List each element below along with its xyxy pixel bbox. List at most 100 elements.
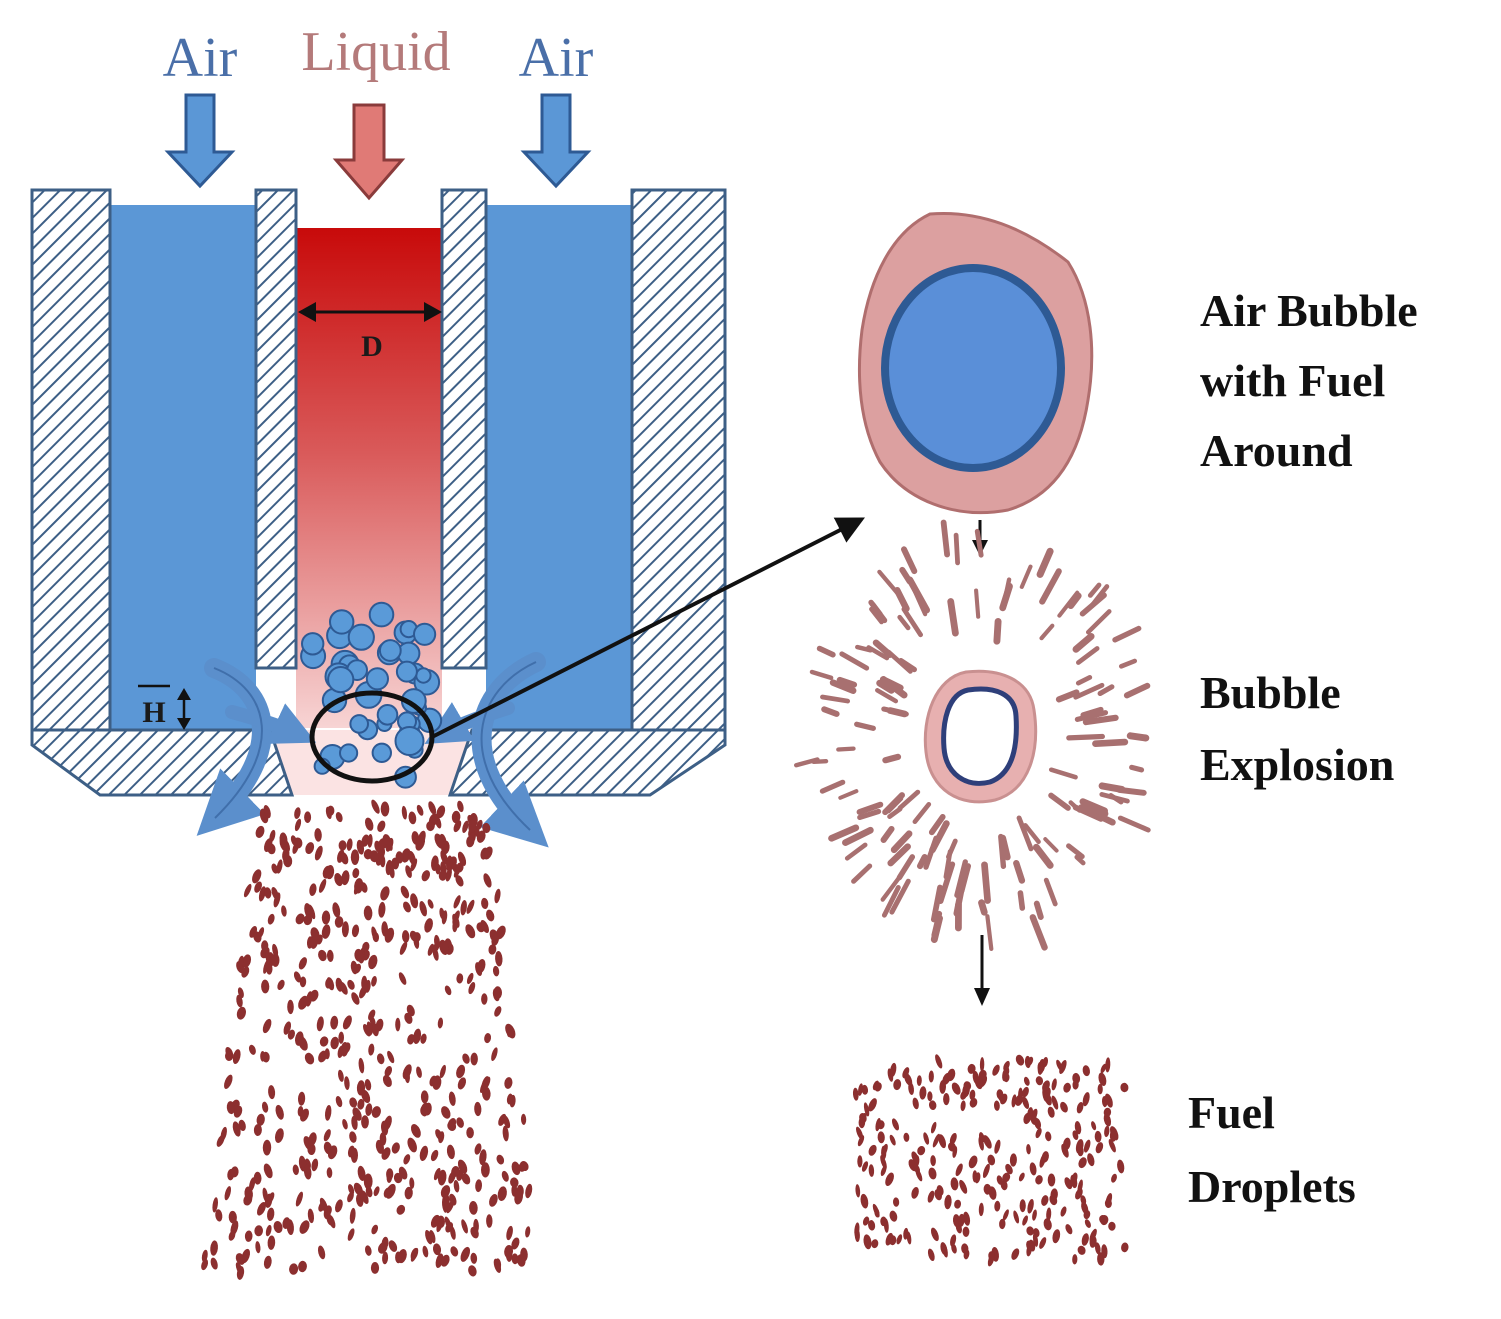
spray-droplet [494,888,501,904]
explosion-fragment [1055,689,1080,703]
fuel-droplet [1027,1199,1034,1214]
spray-droplet [290,835,298,846]
spray-droplet [457,800,464,813]
fuel-droplet [1097,1083,1103,1095]
spray-droplet [273,1220,283,1234]
spray-droplet [253,1124,262,1136]
spray-droplet [387,1050,395,1064]
spray-droplet [262,1018,272,1034]
spray-droplet [262,1139,272,1156]
air-bubble [301,632,325,656]
spray-droplet [361,1115,369,1129]
spray-droplet [357,1165,366,1182]
spray-droplet [491,1047,498,1062]
air-bubble [329,609,355,635]
spray-droplet [470,1052,478,1066]
spray-droplet [287,1029,295,1040]
spray-droplet [511,1237,520,1250]
spray-droplet [448,1091,456,1106]
spray-droplet [382,1251,389,1265]
fuel-droplet [1046,1207,1052,1222]
spray-droplet [220,1126,227,1141]
explosion-fragment [819,779,846,794]
spray-droplet [368,954,378,970]
spray-droplet [342,1118,348,1130]
fuel-droplet [1077,1145,1084,1157]
fuel-droplet [1120,1082,1129,1093]
spray-droplet [356,839,365,855]
spray-droplet [319,1036,329,1047]
spray-droplet [289,1263,299,1275]
fuel-droplet [927,1091,933,1102]
spray-droplet [365,1186,373,1198]
spray-droplet [455,875,464,887]
fuel-droplet [874,1082,882,1092]
stage-label-droplets-line-1: Fuel [1188,1087,1275,1138]
fuel-droplet [1018,1172,1025,1182]
spray-droplet [358,1057,365,1074]
explosion-fragment [953,881,966,917]
fuel-droplet [911,1187,919,1199]
spray-droplet [380,801,390,817]
fuel-droplet [904,1072,913,1086]
fuel-droplet [1076,1102,1084,1114]
air-inlet-arrow-left [164,93,236,189]
spray-droplet [489,1194,498,1207]
air-bubbles-cluster [300,601,443,789]
explosion-fragment [1039,623,1055,641]
spray-droplet [325,806,332,820]
explosion-fragment [1087,582,1102,598]
spray-droplet [299,976,307,988]
spray-droplet [357,1098,365,1110]
fuel-droplet [1011,1248,1020,1260]
spray-droplet [356,1080,366,1096]
explosion-fragment [906,576,931,614]
spray-droplet [479,1080,488,1094]
spray-droplet [368,1043,375,1056]
nozzle-base-right [447,728,727,797]
spray-droplet [360,1190,369,1205]
air-bubble [347,623,375,651]
fuel-droplet [942,1243,948,1258]
spray-droplet [437,1169,447,1186]
fuel-droplet [1108,1139,1116,1153]
explosion-fragment [1033,900,1044,920]
fuel-droplet [999,1218,1006,1230]
explosion-fragment [809,669,834,681]
spray-droplet [404,1069,410,1084]
spray-droplet [324,1105,332,1121]
spray-droplet [263,959,270,974]
spray-droplet [428,801,437,815]
spray-droplet [326,977,335,991]
spray-droplet [419,901,427,917]
spray-droplet [491,933,500,946]
spray-droplet [308,1132,317,1146]
spray-droplet [386,1172,393,1183]
fuel-droplet [1083,1139,1091,1153]
spray-droplet [379,1132,387,1146]
spray-droplet [448,1171,456,1184]
explosion-fragment [869,606,884,625]
spray-droplet [362,941,370,952]
explosion-fragment [881,885,901,918]
spray-droplet [257,1202,266,1216]
air-bubble [368,601,395,628]
spray-droplet [470,1226,479,1239]
spray-droplet [210,1257,218,1270]
fuel-droplet [1099,1215,1108,1225]
spray-droplet [444,1193,450,1208]
fuel-droplet [987,1154,996,1166]
air-bubble [371,742,392,763]
spray-droplet [481,1162,490,1178]
spray-droplet [444,1216,452,1231]
fuel-droplet [860,1193,869,1209]
explosion-fragment [857,808,882,821]
spray-droplet [469,1201,478,1215]
fuel-droplet [915,1168,923,1182]
fuel-droplet [868,1144,877,1156]
spray-droplet [456,862,464,873]
explosion-fragment [1123,682,1151,699]
spray-droplet [368,1009,376,1021]
spray-droplet [359,984,368,999]
fuel-droplet [1035,1127,1042,1139]
